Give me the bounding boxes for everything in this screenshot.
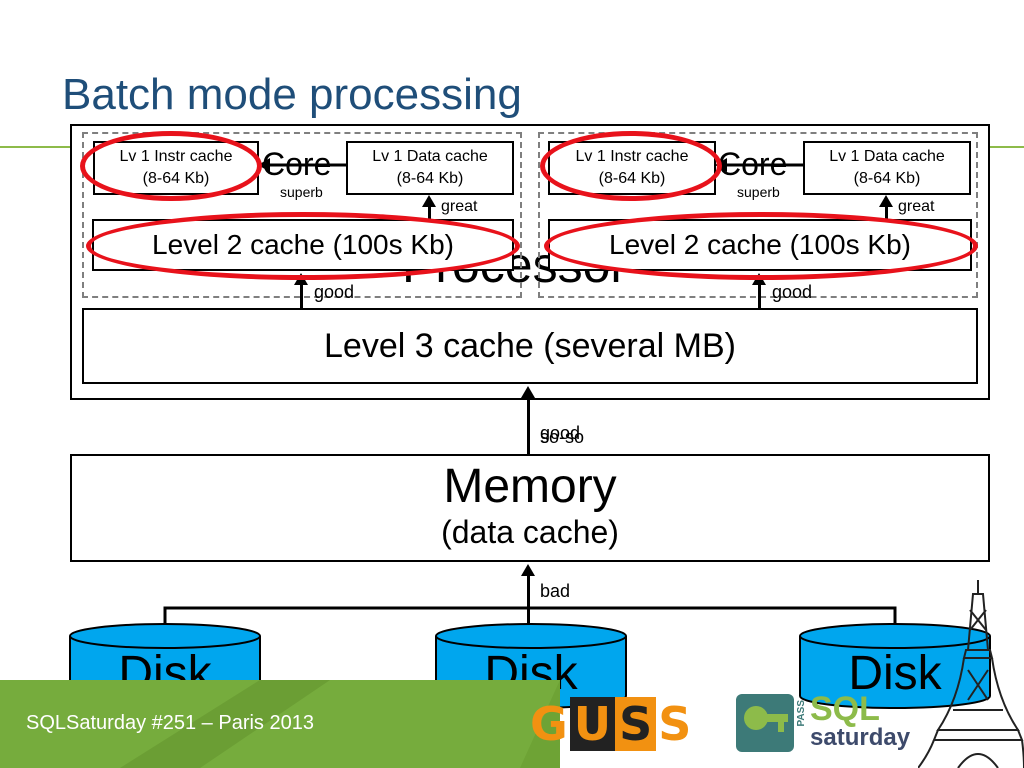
sqlsaturday-pass-text: PASS bbox=[796, 700, 807, 727]
footer-band-fade bbox=[0, 680, 560, 768]
sqlsaturday-saturday-text: saturday bbox=[810, 724, 911, 751]
disk-bus bbox=[163, 606, 897, 632]
memory-title: Memory bbox=[443, 460, 617, 513]
core-2-great-arrow bbox=[879, 195, 893, 219]
guss-letter-s2: S bbox=[658, 697, 692, 751]
highlight-core-1-l1-instr bbox=[80, 131, 262, 201]
highlight-core-2-l1-instr bbox=[540, 131, 722, 201]
guss-letter-u: U bbox=[569, 697, 616, 751]
core-2-l1-data-cache: Lv 1 Data cache (8-64 Kb) bbox=[803, 141, 971, 195]
guss-letter-g: G bbox=[530, 697, 568, 751]
slide-title: Batch mode processing bbox=[62, 70, 522, 119]
l3-cache: Level 3 cache (several MB) bbox=[82, 308, 978, 384]
memory-link-label-a: good bbox=[540, 423, 581, 443]
core-2-superb-label: superb bbox=[737, 184, 780, 200]
memory-link-label-b: so-so bbox=[540, 427, 585, 447]
core-1-great-label: great bbox=[441, 198, 478, 215]
highlight-core-1-l2 bbox=[86, 212, 520, 280]
disk-3-label: Disk bbox=[848, 647, 942, 700]
core-1-superb-label: superb bbox=[280, 184, 323, 200]
core-2-superb-arrow bbox=[715, 158, 805, 172]
core-2-great-label: great bbox=[898, 198, 935, 215]
memory-subtitle: (data cache) bbox=[441, 514, 619, 550]
disk-3 bbox=[799, 623, 991, 709]
eiffel-tower-icon bbox=[918, 580, 1024, 768]
memory-to-l3-arrow bbox=[521, 386, 535, 454]
core-1-l1-data-cache: Lv 1 Data cache (8-64 Kb) bbox=[346, 141, 514, 195]
core-1-good-label: good bbox=[314, 282, 355, 302]
core-1-superb-arrow bbox=[258, 158, 348, 172]
memory-box: Memory (data cache) bbox=[70, 454, 990, 562]
core-2-good-label: good bbox=[772, 282, 813, 302]
guss-logo: G U S S bbox=[528, 694, 693, 754]
core-2-good-arrow bbox=[752, 273, 766, 308]
core-1-great-arrow bbox=[422, 195, 436, 219]
guss-letter-s1: S bbox=[615, 697, 657, 751]
sqlsaturday-sql-text: SQL bbox=[810, 690, 880, 728]
core-1-good-arrow bbox=[294, 273, 308, 308]
disk-to-memory-arrow bbox=[521, 564, 535, 626]
footer-text: SQLSaturday #251 – Paris 2013 bbox=[26, 712, 314, 734]
sqlsaturday-key-icon bbox=[736, 694, 794, 752]
disk-link-label: bad bbox=[540, 581, 571, 601]
highlight-core-2-l2 bbox=[544, 212, 978, 280]
